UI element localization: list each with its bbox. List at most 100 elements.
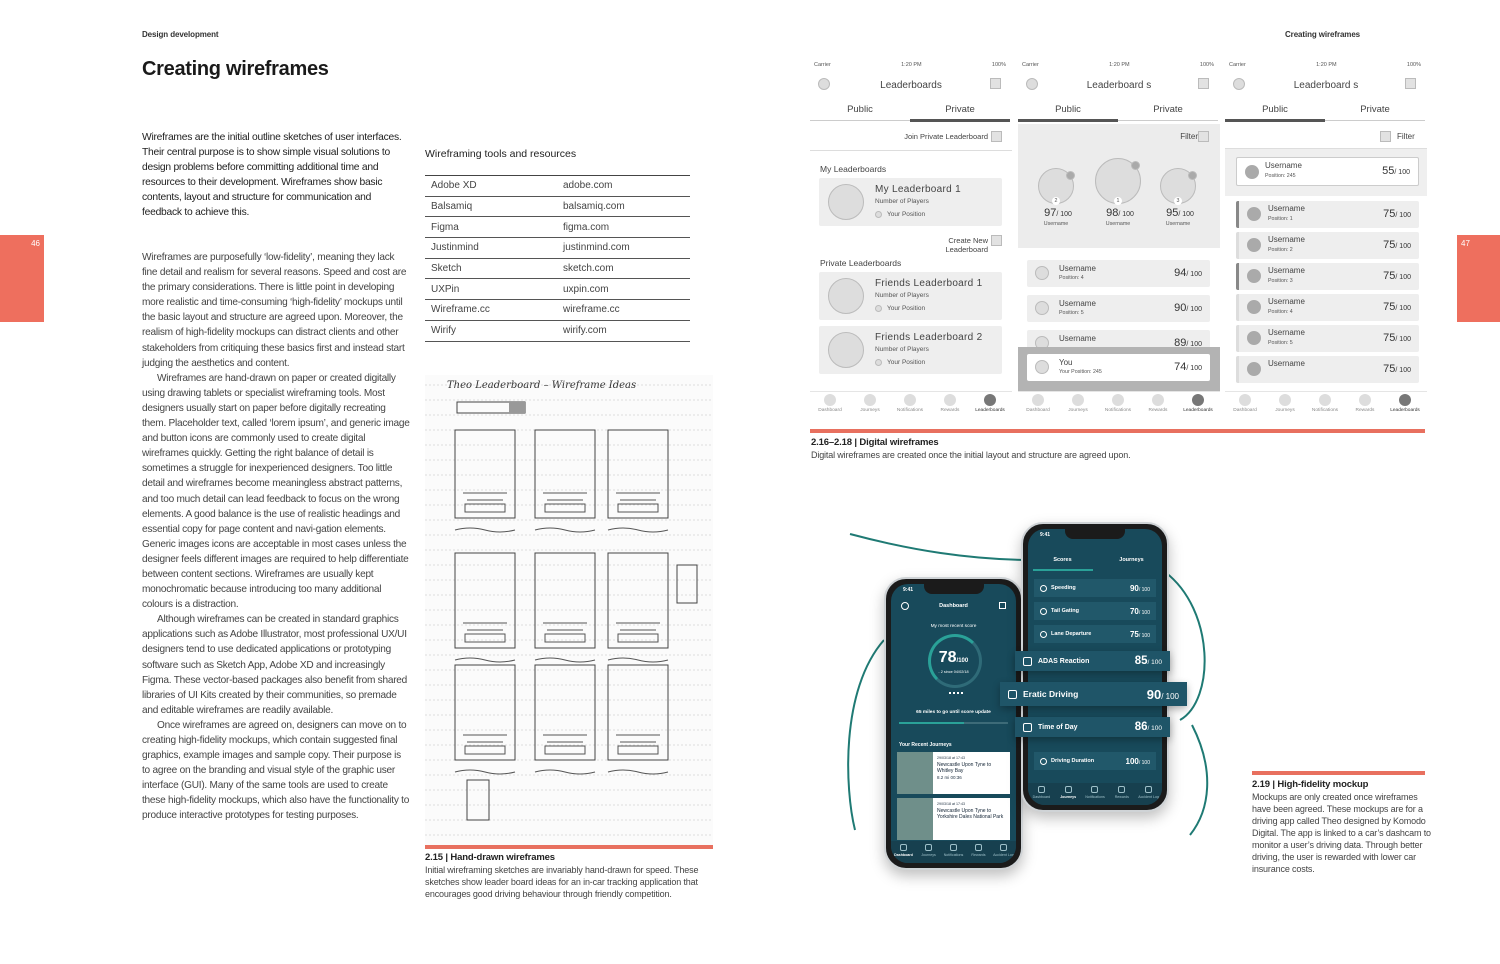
tool-url[interactable]: justinmind.com [563,242,630,254]
tab-private[interactable]: Private [1360,104,1390,115]
tab-underline [1018,120,1218,121]
nav-accident-log[interactable]: Accident Log [1138,786,1160,805]
menu-icon[interactable] [1198,78,1209,89]
carrier-label: Carrier [814,62,831,68]
tab-scores[interactable]: Scores [1053,557,1072,563]
score-number: 70 [1129,606,1139,616]
nav-journeys[interactable]: Journeys [918,844,940,863]
nav-dashboard[interactable]: Dashboard [1030,786,1052,805]
nav-dashboard[interactable]: Dashboard [893,844,915,863]
tab-journeys[interactable]: Journeys [1119,557,1144,563]
filter-checkbox[interactable] [1198,131,1209,142]
username: Username [1268,266,1305,275]
nav-dashboard[interactable]: Dashboard [810,394,850,413]
tool-url[interactable]: wireframe.cc [563,304,620,316]
tool-url[interactable]: uxpin.com [563,283,609,295]
decorative-curve [849,533,1036,561]
tab-public[interactable]: Public [847,104,873,115]
tool-url[interactable]: sketch.com [563,263,614,275]
filter-label[interactable]: Filter [1180,132,1198,141]
create-checkbox[interactable] [991,235,1002,246]
tab-public[interactable]: Public [1055,104,1081,115]
filter-label[interactable]: Filter [1397,132,1415,141]
nav-notifications[interactable]: Notifications [1098,394,1138,413]
dashboard-icon [1239,394,1251,406]
join-private-leaderboard[interactable]: Join Private Leaderboard [904,132,988,141]
score-out-of: / 100 [1395,274,1411,281]
leaderboard-name: Friends Leaderboard 2 [875,332,983,343]
profile-icon[interactable] [1233,78,1245,90]
menu-icon[interactable] [990,78,1001,89]
journey-route: Newcastle Upon Tyne to Yorkshire Dales N… [937,807,1004,821]
nav-notifications[interactable]: Notifications [1084,786,1106,805]
podium-rank: 3 [1174,197,1182,205]
tab-private[interactable]: Private [1153,104,1183,115]
score: 75/ 100 [1383,301,1411,313]
tool-url[interactable]: balsamiq.com [563,201,625,213]
nav-notifications[interactable]: Notifications [890,394,930,413]
journeys-label: Journeys [1275,408,1295,413]
score: 75/ 100 [1383,332,1411,344]
notifications-icon [1319,394,1331,406]
join-checkbox[interactable] [991,131,1002,142]
nav-notifications[interactable]: Notifications [1305,394,1345,413]
nav-journeys[interactable]: Journeys [850,394,890,413]
score-value: 90/ 100 [1130,584,1150,593]
nav-rewards[interactable]: Rewards [1111,786,1133,805]
profile-icon[interactable] [901,602,909,610]
nav-journeys[interactable]: Journeys [1265,394,1305,413]
nav-leaderboards[interactable]: Leaderboards [970,394,1010,413]
tool-url[interactable]: wirify.com [563,325,607,337]
share-icon[interactable] [999,602,1006,609]
position-icon [875,211,882,218]
tool-url[interactable]: figma.com [563,221,610,233]
profile-icon[interactable] [818,78,830,90]
nav-rewards[interactable]: Rewards [1138,394,1178,413]
nav-rewards[interactable]: Rewards [1345,394,1385,413]
sketch-scribble [463,492,507,501]
score-out-of: / 100 [1138,632,1150,639]
nav-leaderboards[interactable]: Leaderboards [1385,394,1425,413]
nav-rewards[interactable]: Rewards [930,394,970,413]
tab-public[interactable]: Public [1262,104,1288,115]
tab-private[interactable]: Private [945,104,975,115]
nav-rewards[interactable]: Rewards [968,844,990,863]
nav-journeys[interactable]: Journeys [1057,786,1079,805]
tool-url[interactable]: adobe.com [563,180,613,192]
create-new-leaderboard[interactable]: Create New Leaderboard [945,236,988,254]
nav-accident-log[interactable]: Accident Log [993,844,1015,863]
nav-dashboard[interactable]: Dashboard [1018,394,1058,413]
menu-icon[interactable] [1405,78,1416,89]
filter-checkbox[interactable] [1380,131,1391,142]
nav-dashboard[interactable]: Dashboard [1225,394,1265,413]
profile-icon[interactable] [1026,78,1038,90]
nav-leaderboards[interactable]: Leaderboards [1178,394,1218,413]
nav-notifications[interactable]: Notifications [943,844,965,863]
score-out-of: / 100 [1138,609,1150,616]
nav-journeys[interactable]: Journeys [1058,394,1098,413]
